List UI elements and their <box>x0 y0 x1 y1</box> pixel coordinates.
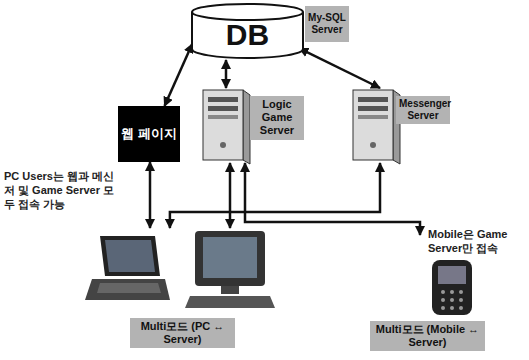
note-text: Mobile은 Game Server만 접속 <box>428 228 526 256</box>
server-tag-label: Multi모드 (Mobile ↔ Server) <box>370 321 485 351</box>
server-tag-label: Multi모드 (PC ↔ Server) <box>130 318 235 348</box>
server-tag-label: Logic Game Server <box>250 96 304 140</box>
server-tag: My-SQL Server <box>305 6 349 42</box>
game-server-node: Logic Game Server <box>200 88 305 163</box>
mobile-phone-illustration <box>432 260 472 315</box>
connector-arrow <box>245 163 420 235</box>
laptop-illustration <box>85 236 170 300</box>
connector-arrow <box>170 163 380 228</box>
web-page-box: 웹 페이지 <box>118 106 180 162</box>
game-server-tower <box>203 90 250 164</box>
desktop-illustration <box>185 231 275 308</box>
note-text: PC Users는 웹과 메신저 및 Game Server 모두 접속 가능 <box>4 170 116 211</box>
connector-arrow <box>149 162 152 228</box>
messenger-server-tower <box>353 90 400 164</box>
box-label: 웹 페이지 <box>121 126 177 142</box>
connector-arrow <box>229 163 232 228</box>
box-label: My-SQL Server <box>308 12 346 36</box>
connector-arrow <box>225 60 228 88</box>
db-label: DB <box>226 10 269 52</box>
connector-arrow <box>165 44 193 106</box>
pc-client-node: Multi모드 (PC ↔ Server) <box>85 228 275 356</box>
connector-arrow <box>299 48 380 88</box>
server-tag-label: Messenger Server <box>396 96 450 124</box>
database-cylinder: DB <box>190 2 305 60</box>
messenger-server-node: Messenger Server <box>350 88 450 163</box>
